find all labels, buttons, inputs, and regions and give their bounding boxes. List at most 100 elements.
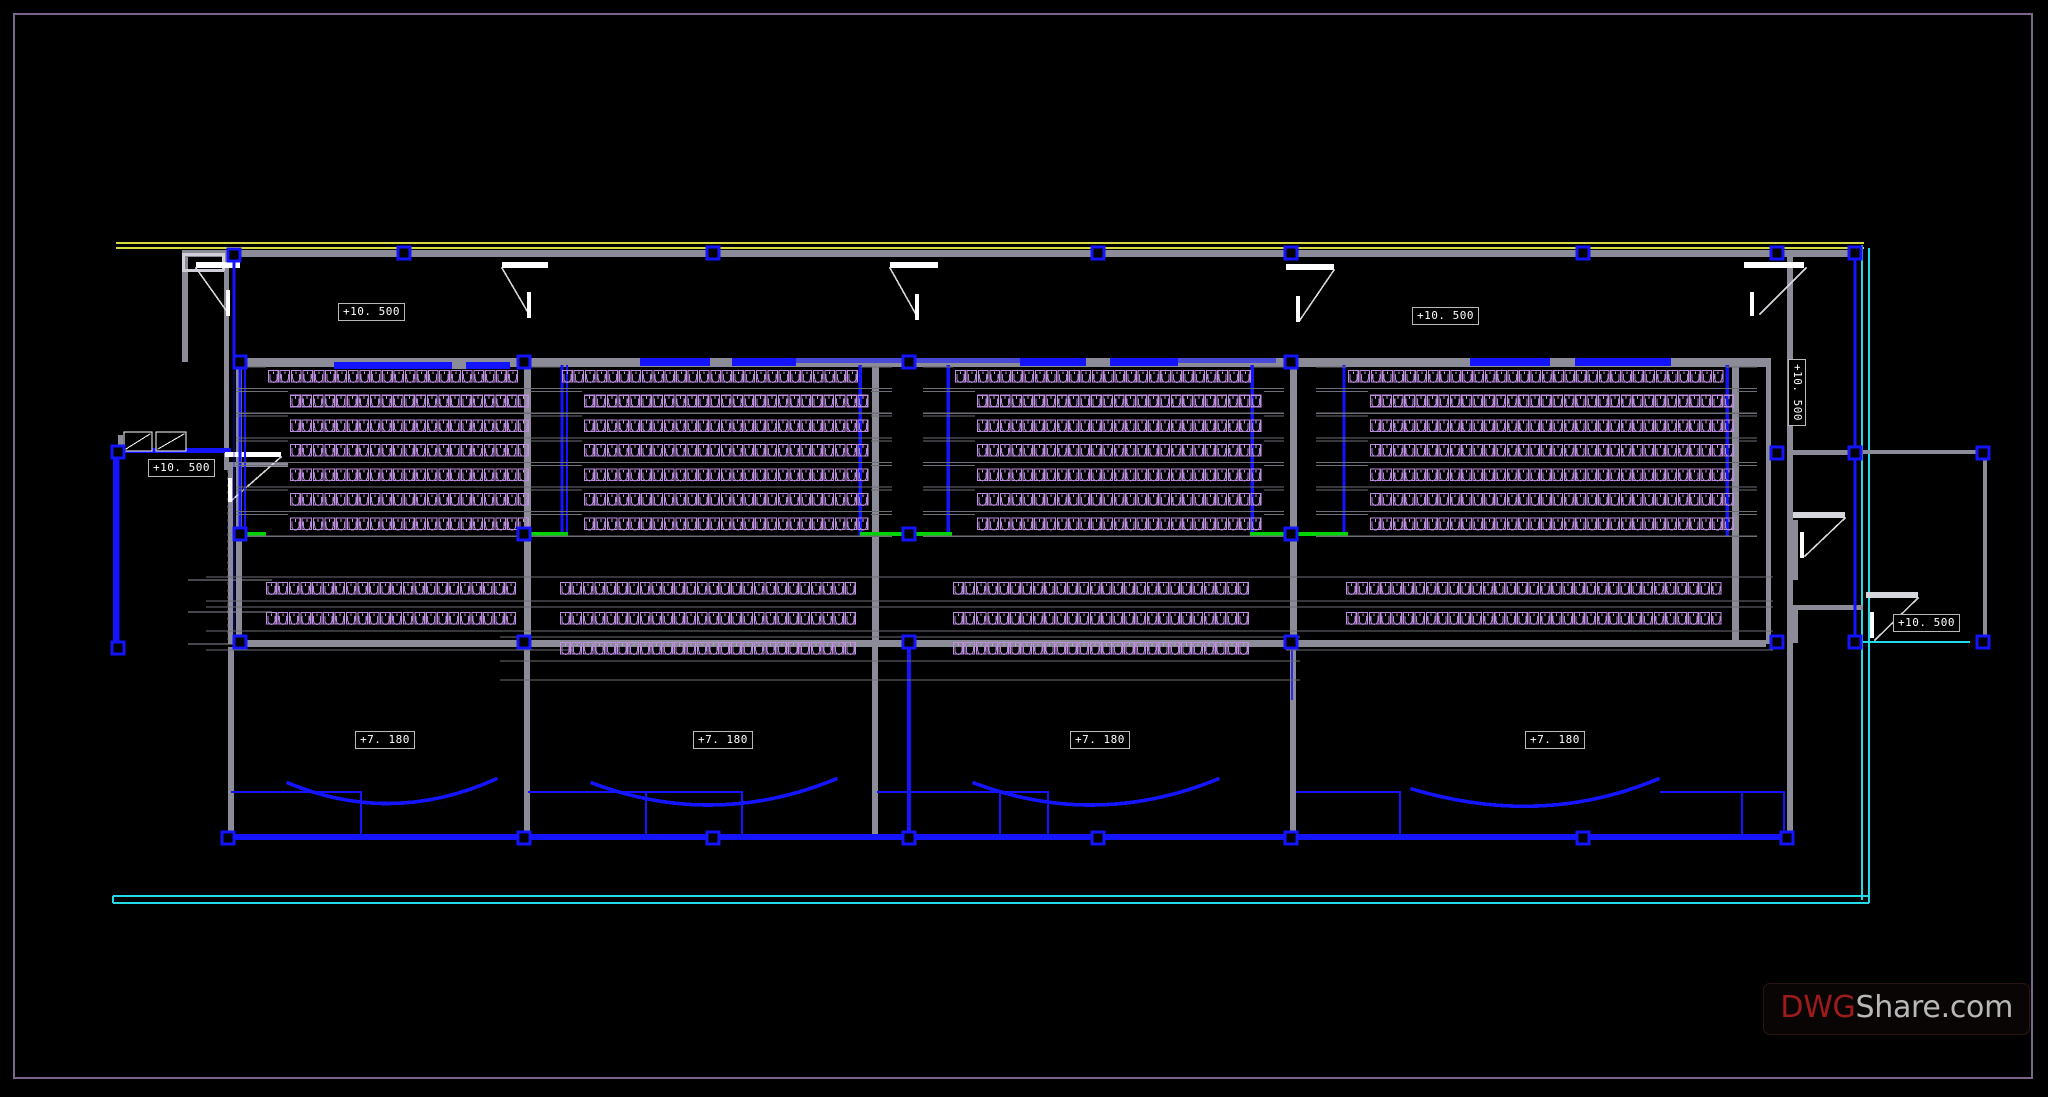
seat bbox=[977, 443, 988, 457]
selection-grip[interactable] bbox=[1090, 245, 1106, 261]
seat bbox=[495, 517, 506, 531]
seat bbox=[416, 370, 427, 383]
selection-grip[interactable] bbox=[1575, 830, 1591, 846]
seat bbox=[1392, 419, 1404, 433]
seat bbox=[482, 612, 494, 625]
seat bbox=[582, 582, 594, 595]
seat bbox=[461, 394, 472, 408]
seat bbox=[1205, 394, 1216, 408]
seat bbox=[1239, 394, 1250, 408]
seat bbox=[652, 394, 664, 408]
selection-grip[interactable] bbox=[1575, 245, 1591, 261]
selection-grip[interactable] bbox=[1283, 526, 1299, 542]
seat bbox=[964, 612, 976, 625]
seat bbox=[1644, 370, 1656, 383]
seat bbox=[685, 582, 697, 595]
seat bbox=[800, 468, 812, 482]
seat bbox=[742, 612, 754, 625]
selection-grip[interactable] bbox=[516, 526, 532, 542]
seat-row bbox=[977, 443, 1262, 457]
selection-grip[interactable] bbox=[901, 830, 917, 846]
seat bbox=[709, 468, 721, 482]
selection-grip[interactable] bbox=[232, 634, 248, 650]
seat bbox=[1700, 419, 1712, 433]
seat bbox=[1205, 419, 1216, 433]
seat bbox=[1194, 370, 1206, 383]
selection-grip[interactable] bbox=[516, 830, 532, 846]
selection-grip[interactable] bbox=[1769, 634, 1785, 650]
seat bbox=[312, 517, 324, 531]
seat bbox=[755, 517, 766, 531]
selection-grip[interactable] bbox=[110, 640, 126, 656]
seat bbox=[1137, 370, 1149, 383]
seat bbox=[812, 468, 823, 482]
selection-grip[interactable] bbox=[1283, 830, 1299, 846]
seat bbox=[1011, 394, 1022, 408]
seat bbox=[1495, 468, 1507, 482]
seat bbox=[1666, 517, 1678, 531]
selection-grip[interactable] bbox=[516, 634, 532, 650]
seat bbox=[641, 517, 652, 531]
seat bbox=[483, 517, 495, 531]
selection-grip[interactable] bbox=[1090, 830, 1106, 846]
selection-grip[interactable] bbox=[1975, 445, 1991, 461]
selection-grip[interactable] bbox=[1283, 245, 1299, 261]
selection-grip[interactable] bbox=[226, 247, 242, 263]
seat bbox=[676, 370, 687, 383]
seat bbox=[628, 582, 640, 595]
seat bbox=[288, 612, 300, 625]
seat bbox=[426, 419, 438, 433]
selection-grip[interactable] bbox=[901, 634, 917, 650]
seat bbox=[1056, 443, 1068, 457]
selection-grip[interactable] bbox=[110, 444, 126, 460]
seat bbox=[1586, 419, 1598, 433]
selection-grip[interactable] bbox=[396, 245, 412, 261]
seat bbox=[415, 443, 427, 457]
seat bbox=[1148, 370, 1160, 383]
seat bbox=[1712, 394, 1723, 408]
selection-grip[interactable] bbox=[705, 245, 721, 261]
seat bbox=[1125, 443, 1136, 457]
seat bbox=[663, 443, 675, 457]
seat bbox=[696, 612, 708, 625]
seat bbox=[1439, 370, 1450, 383]
selection-grip[interactable] bbox=[1769, 445, 1785, 461]
selection-grip[interactable] bbox=[901, 526, 917, 542]
seat bbox=[1620, 517, 1632, 531]
hall-1-seating bbox=[206, 366, 573, 651]
selection-grip[interactable] bbox=[232, 354, 248, 370]
seat bbox=[846, 493, 857, 506]
selection-grip[interactable] bbox=[1975, 634, 1991, 650]
seat bbox=[1216, 419, 1228, 433]
seat bbox=[459, 582, 471, 595]
selection-grip[interactable] bbox=[1779, 830, 1795, 846]
selection-grip[interactable] bbox=[1847, 634, 1863, 650]
seat bbox=[1136, 517, 1148, 531]
selection-grip[interactable] bbox=[1283, 354, 1299, 370]
selection-grip[interactable] bbox=[705, 830, 721, 846]
selection-grip[interactable] bbox=[1283, 634, 1299, 650]
selection-grip[interactable] bbox=[1847, 245, 1863, 261]
seat bbox=[483, 493, 495, 506]
seat bbox=[1044, 612, 1055, 625]
seat bbox=[1169, 582, 1181, 595]
seat bbox=[300, 612, 311, 625]
seat bbox=[1148, 443, 1159, 457]
seat bbox=[777, 419, 789, 433]
seat bbox=[1146, 612, 1158, 625]
seat bbox=[1416, 370, 1428, 383]
seat bbox=[382, 370, 393, 383]
seat bbox=[426, 493, 438, 506]
seat bbox=[404, 443, 415, 457]
seat bbox=[1427, 517, 1438, 531]
selection-grip[interactable] bbox=[1769, 245, 1785, 261]
selection-grip[interactable] bbox=[516, 354, 532, 370]
seat bbox=[573, 370, 585, 383]
seat bbox=[1608, 612, 1619, 625]
selection-grip[interactable] bbox=[232, 526, 248, 542]
selection-grip[interactable] bbox=[220, 830, 236, 846]
selection-grips[interactable] bbox=[110, 245, 1991, 846]
selection-grip[interactable] bbox=[901, 354, 917, 370]
seat bbox=[495, 493, 506, 506]
selection-grip[interactable] bbox=[1847, 445, 1863, 461]
